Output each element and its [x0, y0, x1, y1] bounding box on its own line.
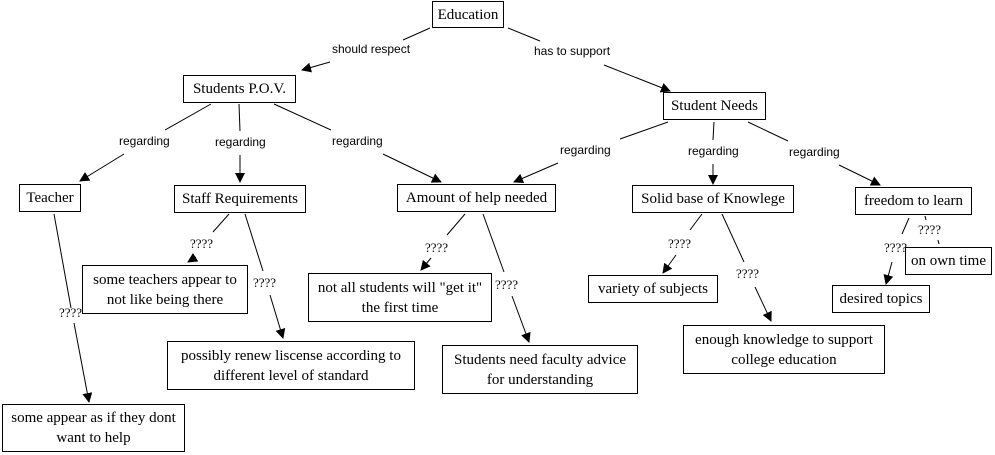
- edge-arrow: [301, 61, 331, 73]
- edge-line: [689, 213, 703, 231]
- edge-arrow: [662, 254, 677, 274]
- node-teachers-dislike[interactable]: some teachers appear to not like being t…: [82, 265, 248, 314]
- edge-arrow: [883, 261, 894, 285]
- link-label-unknown: ????: [495, 277, 519, 292]
- edge-line: [482, 213, 505, 273]
- edge-line: [212, 213, 230, 233]
- node-desired-topics[interactable]: desired topics: [832, 285, 930, 313]
- node-students-pov[interactable]: Students P.O.V.: [183, 75, 296, 103]
- link-label-regarding: regarding: [688, 144, 739, 158]
- edge-arrow: [79, 153, 125, 182]
- link-label-unknown: ????: [884, 240, 908, 255]
- link-label-regarding: regarding: [789, 145, 840, 159]
- node-renew-license[interactable]: possibly renew liscense according to dif…: [167, 341, 415, 390]
- link-label-unknown: ????: [190, 236, 214, 251]
- node-education[interactable]: Education: [432, 1, 504, 28]
- edge-arrow: [754, 286, 772, 322]
- edge-line: [721, 213, 745, 263]
- edge-line: [238, 103, 241, 132]
- edge-arrow: [382, 153, 442, 183]
- node-enough-knowledge[interactable]: enough knowledge to support college educ…: [683, 325, 885, 374]
- link-label-unknown: ????: [425, 240, 449, 255]
- link-label-regarding: regarding: [560, 143, 611, 157]
- link-label-regarding: regarding: [119, 134, 170, 148]
- link-label-unknown: ????: [253, 275, 277, 290]
- node-dont-want-help[interactable]: some appear as if they dont want to help: [2, 404, 185, 452]
- node-not-get-it[interactable]: not all students will "get it" the first…: [308, 273, 492, 322]
- link-label-unknown: ????: [668, 236, 692, 251]
- edge-arrow: [187, 252, 199, 263]
- edge-arrow: [73, 322, 93, 403]
- link-label-should-respect: should respect: [332, 42, 411, 56]
- edge-arrow: [838, 164, 881, 186]
- edge-line: [924, 215, 927, 221]
- edge-line: [901, 217, 910, 235]
- link-label-unknown: ????: [918, 222, 942, 237]
- node-student-needs[interactable]: Student Needs: [663, 92, 766, 120]
- edge-arrow: [420, 257, 432, 271]
- edge-arrow: [603, 64, 671, 93]
- edge-line: [244, 213, 264, 272]
- edge-line: [53, 213, 72, 309]
- node-solid-base[interactable]: Solid base of Knowlege: [632, 185, 794, 213]
- link-label-has-to-support: has to support: [534, 44, 611, 58]
- node-faculty-advice[interactable]: Students need faculty advice for underst…: [442, 345, 638, 394]
- edge-line: [402, 27, 431, 41]
- edge-line: [712, 121, 715, 141]
- node-staff-requirements[interactable]: Staff Requirements: [174, 185, 306, 213]
- node-freedom[interactable]: freedom to learn: [855, 187, 972, 215]
- node-own-time[interactable]: on own time: [905, 247, 992, 275]
- node-teacher[interactable]: Teacher: [19, 184, 81, 212]
- edge-line: [507, 27, 541, 42]
- edge-line: [619, 121, 669, 140]
- link-label-unknown: ????: [736, 266, 760, 281]
- edge-arrow: [511, 295, 531, 343]
- edge-line: [164, 103, 212, 131]
- link-label-regarding: regarding: [332, 134, 383, 148]
- edge-arrow: [269, 294, 286, 339]
- node-variety[interactable]: variety of subjects: [588, 275, 718, 303]
- edge-line: [747, 121, 789, 142]
- link-label-regarding: regarding: [215, 135, 266, 149]
- node-amount-help[interactable]: Amount of help needed: [397, 184, 556, 212]
- link-label-unknown: ????: [59, 305, 83, 320]
- edge-line: [273, 103, 332, 131]
- edge-arrow: [513, 162, 559, 184]
- edge-line: [937, 239, 940, 245]
- edge-line: [446, 213, 466, 236]
